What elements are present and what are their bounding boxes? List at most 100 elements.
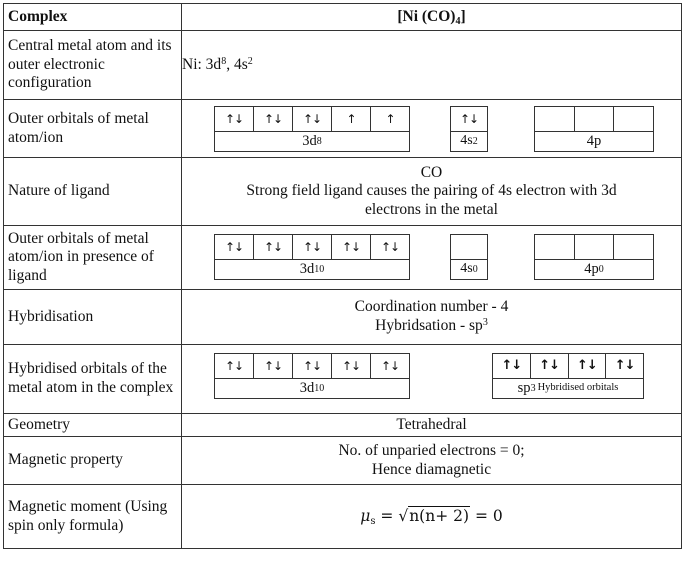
- orbital-box: ↑↓: [215, 107, 254, 131]
- outer-orbitals-ligand-label: Outer orbitals of metal atom/ion in pres…: [3, 225, 182, 290]
- formula-bracket: ]: [460, 7, 466, 25]
- p-orbital-label: 4p: [535, 132, 653, 151]
- orbital-box: ↑↓: [293, 235, 332, 259]
- row-magnetic-property: Magnetic property No. of unparied electr…: [3, 436, 682, 485]
- sqrt-symbol: √: [398, 507, 409, 526]
- mu-symbol: μ: [360, 507, 371, 526]
- magnetic-moment-label: Magnetic moment (Using spin only formula…: [3, 484, 182, 549]
- ligand-description: CO Strong field ligand causes the pairin…: [181, 157, 682, 226]
- sp3-label-text: sp: [517, 379, 531, 396]
- orbital-box: [575, 235, 615, 259]
- p-orbital-group: 4p: [534, 106, 654, 152]
- s-label-text: 4s: [460, 133, 473, 149]
- row-outer-orbitals-ligand: Outer orbitals of metal atom/ion in pres…: [3, 225, 682, 290]
- magnetic-property-label: Magnetic property: [3, 436, 182, 485]
- orbital-box: [614, 107, 653, 131]
- header-complex: Complex: [3, 3, 182, 31]
- config-4s-sup: 2: [247, 55, 253, 67]
- outer-orbitals-label: Outer orbitals of metal atom/ion: [3, 99, 182, 158]
- header-row: Complex [Ni (CO)4]: [3, 3, 682, 31]
- ligand-label: Nature of ligand: [3, 157, 182, 226]
- central-atom-label: Central metal atom and its outer electro…: [3, 30, 182, 100]
- d-orbital-boxes: ↑↓ ↑↓ ↑↓ ↑↓ ↑↓: [215, 235, 409, 260]
- central-atom-config: Ni: 3d8, 4s2: [181, 30, 682, 100]
- orbital-box: ↑↓: [332, 354, 371, 378]
- orbital-box: ↑↓: [459, 111, 479, 126]
- mu-subscript: s: [370, 516, 376, 528]
- orbital-box: [535, 235, 575, 259]
- row-outer-orbitals: Outer orbitals of metal atom/ion ↑↓ ↑↓ ↑…: [3, 99, 682, 158]
- sp3-label-note: Hybridised orbitals: [537, 382, 619, 394]
- orbital-box: ↑: [385, 111, 395, 126]
- orbital-box: ↑: [332, 107, 371, 131]
- d-label-text: 3d: [302, 132, 317, 149]
- orbital-box: ↑↓: [215, 235, 254, 259]
- orbital-box: ↑↓: [215, 354, 254, 378]
- equals-sign: =: [375, 507, 399, 526]
- row-ligand: Nature of ligand CO Strong field ligand …: [3, 157, 682, 226]
- ligand-line-2: Strong field ligand causes the pairing o…: [246, 182, 617, 200]
- unpaired-electrons: No. of unparied electrons = 0;: [338, 441, 525, 459]
- formula-result: = 0: [470, 507, 503, 526]
- orbital-box: ↑↓: [531, 354, 569, 378]
- orbital-box: ↑↓: [293, 354, 332, 378]
- header-complex-text: Complex: [8, 7, 68, 25]
- complex-table: Complex [Ni (CO)4] Central metal atom an…: [3, 3, 682, 549]
- orbital-box: ↑↓: [380, 239, 400, 254]
- hybridisation-value: Coordination number - 4 Hybridsation - s…: [181, 289, 682, 345]
- orbital-box: ↑↓: [254, 235, 293, 259]
- orbital-box: ↑↓: [254, 354, 293, 378]
- s-orbital-boxes: [451, 235, 487, 260]
- orbital-box: [614, 235, 653, 259]
- formula-text: [Ni (CO): [397, 7, 456, 25]
- spin-only-formula: μs = √n(n+ 2) = 0: [181, 484, 682, 549]
- sp3-orbital-boxes: ↑↓ ↑↓ ↑↓ ↑↓: [493, 354, 643, 379]
- ligand-line-3: electrons in the metal: [365, 200, 498, 218]
- hybridised-orbitals-label: Hybridised orbitals of the metal atom in…: [3, 344, 182, 414]
- orbital-box: [535, 107, 575, 131]
- orbital-box: [575, 107, 615, 131]
- hybridisation-type-text: Hybridsation - sp: [375, 317, 483, 334]
- s-orbital-boxes: ↑↓: [451, 107, 487, 132]
- row-hybridised-orbitals: Hybridised orbitals of the metal atom in…: [3, 344, 682, 414]
- magnetic-property-value: No. of unparied electrons = 0; Hence dia…: [181, 436, 682, 485]
- hybridisation-type-sup: 3: [482, 317, 488, 328]
- geometry-value: Tetrahedral: [181, 413, 682, 437]
- orbital-box: ↑↓: [569, 354, 607, 378]
- config-3d: Ni: 3d: [182, 55, 222, 73]
- orbital-box: ↑↓: [493, 354, 531, 378]
- s-label-text: 4s: [460, 261, 473, 277]
- d-label-text: 3d: [299, 260, 315, 277]
- orbital-box: ↑↓: [614, 358, 636, 374]
- hybridisation-type: Hybridsation - sp3: [182, 317, 681, 336]
- coordination-number: Coordination number - 4: [354, 298, 509, 316]
- header-formula: [Ni (CO)4]: [181, 3, 682, 31]
- d-orbital-boxes: ↑↓ ↑↓ ↑↓ ↑ ↑: [215, 107, 409, 132]
- orbital-box: ↑↓: [293, 107, 332, 131]
- geometry-label: Geometry: [3, 413, 182, 437]
- orbital-box: [451, 235, 487, 259]
- p-orbital-boxes: [535, 107, 653, 132]
- row-geometry: Geometry Tetrahedral: [3, 413, 682, 437]
- ligand-name: CO: [420, 163, 443, 181]
- orbital-box: ↑↓: [380, 358, 400, 373]
- config-4s: , 4s: [226, 55, 248, 73]
- orbital-box: ↑↓: [332, 235, 371, 259]
- row-hybridisation: Hybridisation Coordination number - 4 Hy…: [3, 289, 682, 345]
